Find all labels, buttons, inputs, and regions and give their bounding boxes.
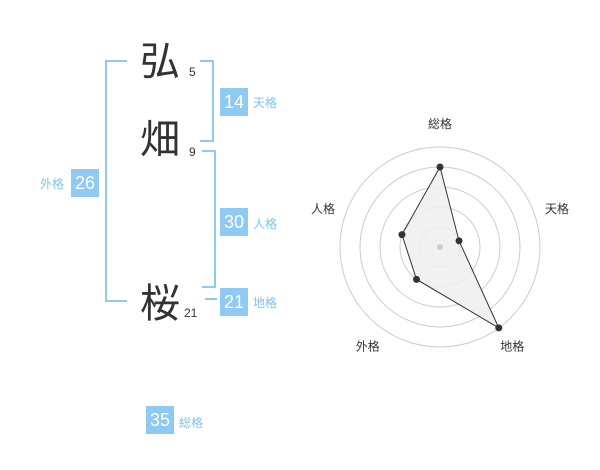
radar-area: [401, 165, 500, 330]
radar-axis-label-3: 外格: [356, 339, 380, 354]
jinkaku-value-box: 30: [220, 208, 248, 236]
radar-axis-label-1: 天格: [545, 201, 569, 216]
gaikaku-value-box: 26: [71, 169, 99, 197]
radar-point-3: [412, 275, 420, 283]
chikaku-value-box: 21: [220, 288, 248, 316]
kanji-char-1: 弘: [140, 39, 180, 85]
stroke-count-2: 9: [189, 145, 196, 159]
chikaku-label: 地格: [253, 296, 278, 310]
jinkaku-label: 人格: [253, 217, 278, 231]
radar-axis-label-2: 地格: [500, 339, 524, 354]
stroke-count-3: 21: [184, 306, 198, 320]
jinkaku-bracket: [202, 150, 216, 288]
kanji-char-2: 畑: [140, 117, 180, 163]
gaikaku-label: 外格: [40, 177, 65, 191]
radar-axis-label-0: 総格: [428, 116, 452, 131]
chikaku-bracket-tick: [205, 298, 217, 300]
tenkaku-value-box: 14: [220, 88, 248, 116]
radar-point-1: [455, 237, 463, 245]
tenkaku-label: 天格: [253, 96, 278, 110]
radar-center-dot: [437, 244, 443, 250]
soukaku-value-box: 35: [146, 406, 174, 434]
kanji-char-3: 桜: [140, 281, 180, 327]
radar-ring-5: [339, 146, 541, 348]
radar-point-2: [495, 324, 503, 332]
radar-axis-label-4: 人格: [311, 201, 335, 216]
gaikaku-bracket: [105, 60, 127, 302]
stroke-count-1: 5: [189, 65, 196, 79]
soukaku-label: 総格: [179, 416, 204, 430]
tenkaku-bracket: [200, 60, 214, 142]
radar-point-4: [398, 231, 406, 239]
radar-point-0: [436, 163, 444, 171]
